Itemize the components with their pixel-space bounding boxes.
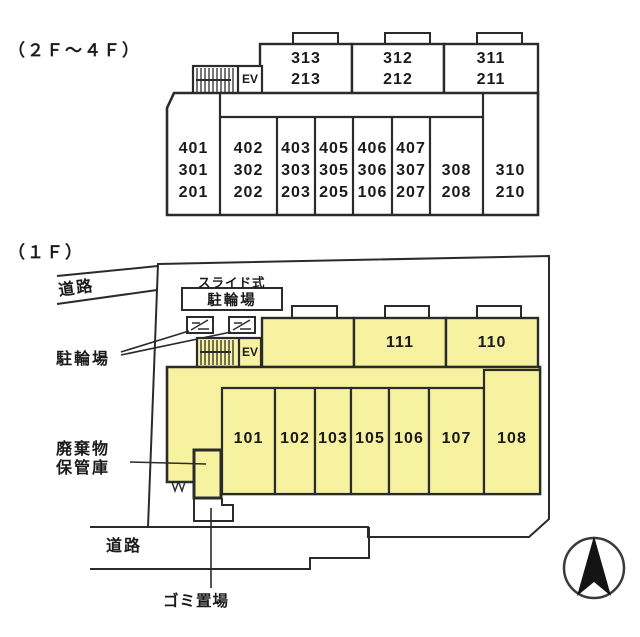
bike-rack-glyph bbox=[190, 319, 209, 331]
room-outline-108 bbox=[482, 368, 542, 496]
north-compass-icon bbox=[562, 536, 626, 600]
balcony-tab bbox=[291, 305, 338, 319]
edge-notches bbox=[171, 481, 186, 494]
slide-type-label: スライド式 bbox=[198, 276, 266, 290]
first-floor-section-label: （１Ｆ） bbox=[8, 243, 84, 262]
balcony-tab bbox=[384, 32, 431, 45]
room-outline-311 bbox=[442, 42, 540, 96]
waste-storage-box bbox=[192, 448, 223, 500]
room-105: 105 bbox=[355, 430, 385, 447]
room-outline-110 bbox=[444, 316, 540, 369]
room-outline-111 bbox=[352, 316, 448, 369]
bike-parking-box-label: 駐輪場 bbox=[207, 292, 257, 309]
waste-storage-label: 廃棄物 保管庫 bbox=[56, 441, 111, 477]
road-bottom-lines bbox=[90, 526, 370, 570]
room-401-301-201: 401 301 201 bbox=[178, 140, 209, 201]
room-107: 107 bbox=[441, 430, 472, 447]
room-311-211: 311 211 bbox=[476, 50, 506, 88]
room-308-208: 308 208 bbox=[441, 162, 472, 201]
room-outline-101 bbox=[220, 386, 277, 496]
garbage-place-outline bbox=[193, 498, 234, 522]
bike-parking-label: 駐輪場 bbox=[56, 351, 111, 368]
room-102: 102 bbox=[280, 430, 310, 447]
waste-pointer-line bbox=[129, 461, 207, 465]
room-310-210: 310 210 bbox=[495, 162, 526, 201]
balcony-tab bbox=[384, 305, 430, 319]
room-313-213: 313 213 bbox=[291, 50, 321, 88]
room-407-307-207: 407 307 207 bbox=[396, 140, 426, 201]
road-top-line bbox=[56, 265, 159, 277]
bike-parking-pointer-lines bbox=[120, 330, 232, 356]
road-label-bottom: 道路 bbox=[106, 538, 143, 555]
room-outline-105 bbox=[349, 386, 391, 496]
room-dividers bbox=[275, 117, 432, 215]
upper-floor-linework bbox=[165, 32, 540, 217]
room-103: 103 bbox=[318, 430, 348, 447]
room-110: 110 bbox=[477, 334, 507, 351]
room-101: 101 bbox=[233, 430, 264, 447]
elevator-label-upper: EV bbox=[241, 72, 258, 86]
room-111: 111 bbox=[386, 334, 414, 351]
room-outline-102 bbox=[273, 386, 317, 496]
room-406-306-106: 406 306 106 bbox=[357, 140, 388, 201]
room-403-303-203: 403 303 203 bbox=[281, 140, 311, 201]
bike-parking-box bbox=[181, 287, 283, 311]
room-106: 106 bbox=[394, 430, 424, 447]
upper-section-label: （２Ｆ～４Ｆ） bbox=[8, 41, 141, 60]
room-outline-106 bbox=[387, 386, 431, 496]
room-108: 108 bbox=[497, 430, 527, 447]
bike-rack-glyph bbox=[232, 319, 251, 331]
elevator-label-1f: EV bbox=[241, 345, 258, 359]
room-405-305-205: 405 305 205 bbox=[319, 140, 349, 201]
road-top-line bbox=[56, 289, 158, 305]
room-outline-107 bbox=[427, 386, 486, 496]
room-1f-unlabeled bbox=[262, 321, 354, 365]
room-402-302-202: 402 302 202 bbox=[233, 140, 264, 201]
balcony-tab bbox=[476, 305, 522, 319]
garbage-area-label: ゴミ置場 bbox=[163, 593, 230, 610]
first-floor-linework bbox=[56, 254, 626, 600]
room-312-212: 312 212 bbox=[383, 50, 413, 88]
balcony-tab bbox=[476, 32, 523, 45]
balcony-tab bbox=[292, 32, 339, 45]
